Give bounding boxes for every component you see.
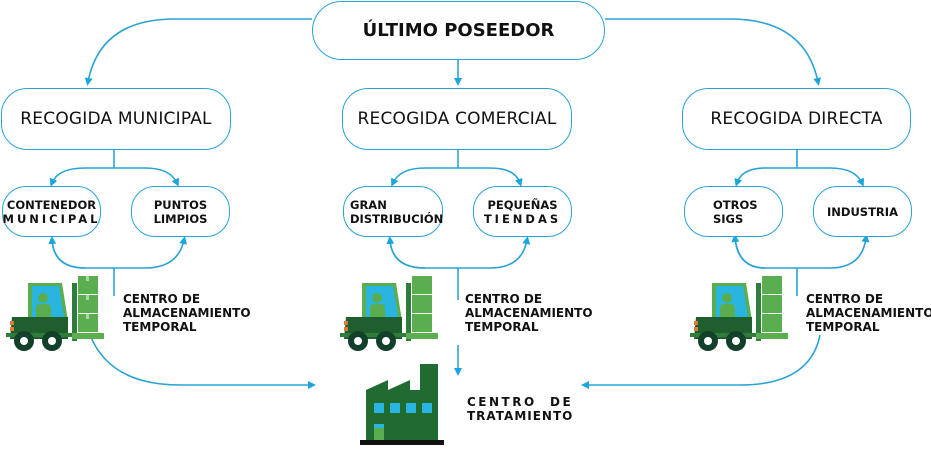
caption-line: TEMPORAL: [123, 320, 197, 334]
node-line: CONTENEDOR: [6, 197, 97, 212]
node-line: LIMPIOS: [153, 211, 208, 226]
caption-line: ALMACENAMIENTO: [465, 306, 593, 320]
node-line: GRAN: [350, 197, 387, 212]
node-line: DISTRIBUCIÓN: [350, 211, 444, 226]
caption-line: TEMPORAL: [465, 320, 539, 334]
node-line: PUNTOS: [153, 197, 208, 212]
storage-caption-comercial: CENTRO DE ALMACENAMIENTO TEMPORAL: [465, 292, 593, 334]
node-recogida-comercial: RECOGIDA COMERCIAL: [342, 88, 572, 150]
node-line: SIGS: [713, 211, 744, 226]
treatment-caption: CENTRO DE TRATAMIENTO: [467, 395, 573, 423]
node-pequenas-tiendas: PEQUEÑAS TIENDAS: [473, 186, 572, 237]
arrow-directa-to-treatment: [581, 334, 821, 389]
arrow-top-to-municipal: [84, 18, 312, 86]
forklift-icon: [6, 276, 104, 351]
caption-line: CENTRO DE: [123, 292, 201, 306]
node-line: PEQUEÑAS: [487, 197, 558, 212]
node-label: RECOGIDA MUNICIPAL: [20, 109, 212, 129]
caption-line: CENTRO DE: [806, 292, 884, 306]
node-label: RECOGIDA COMERCIAL: [357, 109, 557, 129]
arrow-municipal-to-treatment: [89, 334, 316, 389]
caption-line: CENTRO DE: [467, 395, 574, 409]
storage-caption-directa: CENTRO DE ALMACENAMIENTO TEMPORAL: [806, 292, 931, 334]
factory-icon: [360, 364, 444, 445]
node-industria: INDUSTRIA: [813, 186, 912, 237]
node-recogida-municipal: RECOGIDA MUNICIPAL: [1, 88, 231, 150]
storage-caption-municipal: CENTRO DE ALMACENAMIENTO TEMPORAL: [123, 292, 251, 334]
node-label: ÚLTIMO POSEEDOR: [362, 20, 555, 41]
node-gran-distribucion: GRAN DISTRIBUCIÓN: [343, 186, 443, 237]
caption-line: ALMACENAMIENTO: [123, 306, 251, 320]
node-ultimo-poseedor: ÚLTIMO POSEEDOR: [312, 1, 605, 60]
caption-line: ALMACENAMIENTO: [806, 306, 931, 320]
node-recogida-directa: RECOGIDA DIRECTA: [682, 88, 911, 150]
node-puntos-limpios: PUNTOS LIMPIOS: [131, 186, 230, 237]
node-contenedor-municipal: CONTENEDOR MUNICIPAL: [2, 186, 101, 237]
caption-line: TRATAMIENTO: [467, 409, 574, 423]
arrow-top-to-directa: [605, 18, 822, 86]
caption-line: CENTRO DE: [465, 292, 543, 306]
forklift-icon: [690, 276, 788, 351]
node-label: RECOGIDA DIRECTA: [710, 109, 883, 129]
node-otros-sigs: OTROS SIGS: [684, 186, 783, 237]
caption-line: TEMPORAL: [806, 320, 880, 334]
node-line: TIENDAS: [483, 211, 562, 226]
node-line: OTROS: [713, 197, 758, 212]
forklift-icon: [340, 276, 438, 351]
node-line: INDUSTRIA: [827, 204, 898, 219]
node-line: MUNICIPAL: [2, 211, 101, 226]
